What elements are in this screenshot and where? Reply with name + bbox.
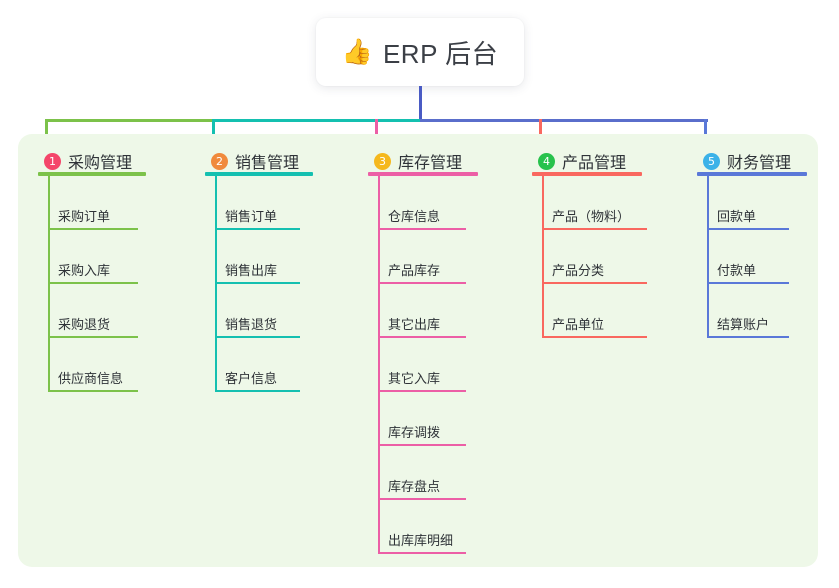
leaf-label[interactable]: 产品单位 [552, 317, 605, 332]
leaf-underline [378, 228, 466, 230]
column-header-2[interactable]: 2 销售管理 [205, 148, 299, 174]
column-rule-4 [532, 172, 642, 176]
leaf-label[interactable]: 其它出库 [388, 317, 441, 332]
column-header-4[interactable]: 4 产品管理 [532, 148, 626, 174]
column-title-3: 库存管理 [398, 155, 463, 172]
root-node-title: ERP 后台 [382, 38, 499, 69]
leaf-label[interactable]: 出库库明细 [388, 533, 454, 548]
branch-panel: 1 采购管理采购订单采购入库采购退货供应商信息 2 销售管理销售订单销售出库销售退货客… [18, 134, 818, 567]
leaf-label[interactable]: 产品（物料） [552, 209, 631, 224]
leaf-label[interactable]: 仓库信息 [388, 209, 441, 224]
leaf-label[interactable]: 结算账户 [717, 317, 770, 332]
leaf-label[interactable]: 采购入库 [58, 263, 111, 278]
root-node-card[interactable]: 👍 ERP 后台 [316, 18, 524, 86]
column-title-1: 采购管理 [68, 155, 133, 172]
leaf-label[interactable]: 销售出库 [225, 263, 278, 278]
leaf-underline [378, 552, 466, 554]
column-rule-1 [38, 172, 146, 176]
leaf-underline [542, 228, 647, 230]
column-title-2: 销售管理 [235, 155, 300, 172]
root-stem-line [419, 86, 422, 122]
column-rule-2 [205, 172, 313, 176]
leaf-label[interactable]: 销售退货 [225, 317, 278, 332]
column-rule-5 [697, 172, 807, 176]
leaf-underline [542, 282, 647, 284]
leaf-underline [48, 282, 138, 284]
column-title-5: 财务管理 [727, 155, 792, 172]
bus-segment-2 [213, 119, 420, 122]
column-badge-1: 1 [44, 152, 61, 170]
column-badge-5: 5 [703, 152, 720, 170]
column-rule-3 [368, 172, 478, 176]
leaf-underline [48, 390, 138, 392]
leaf-label[interactable]: 采购订单 [58, 209, 111, 224]
leaf-label[interactable]: 产品分类 [552, 263, 605, 278]
leaf-label[interactable]: 销售订单 [225, 209, 278, 224]
column-badge-3: 3 [374, 152, 391, 170]
leaf-underline [48, 228, 138, 230]
bus-segment-1 [46, 119, 213, 122]
leaf-label[interactable]: 采购退货 [58, 317, 111, 332]
leaf-label[interactable]: 产品库存 [388, 263, 441, 278]
leaf-underline [215, 390, 300, 392]
leaf-underline [542, 336, 647, 338]
leaf-underline [378, 390, 466, 392]
leaf-label[interactable]: 付款单 [717, 263, 757, 278]
bus-segment-3 [420, 119, 708, 122]
leaf-underline [378, 444, 466, 446]
column-header-3[interactable]: 3 库存管理 [368, 148, 462, 174]
leaf-underline [707, 282, 789, 284]
leaf-underline [378, 498, 466, 500]
leaf-underline [378, 282, 466, 284]
leaf-underline [48, 336, 138, 338]
leaf-label[interactable]: 客户信息 [225, 371, 278, 386]
column-spine-4 [542, 174, 544, 336]
column-header-5[interactable]: 5 财务管理 [697, 148, 791, 174]
column-spine-3 [378, 174, 380, 552]
root-node-content: 👍 ERP 后台 [342, 34, 498, 71]
leaf-underline [215, 228, 300, 230]
column-header-1[interactable]: 1 采购管理 [38, 148, 132, 174]
leaf-underline [378, 336, 466, 338]
column-spine-5 [707, 174, 709, 336]
leaf-underline [707, 336, 789, 338]
leaf-label[interactable]: 其它入库 [388, 371, 441, 386]
leaf-label[interactable]: 供应商信息 [58, 371, 124, 386]
column-badge-4: 4 [538, 152, 555, 170]
column-title-4: 产品管理 [562, 155, 627, 172]
leaf-label[interactable]: 库存调拨 [388, 425, 441, 440]
thumbs-up-icon: 👍 [341, 37, 373, 66]
leaf-label[interactable]: 库存盘点 [388, 479, 441, 494]
leaf-underline [215, 282, 300, 284]
column-badge-2: 2 [211, 152, 228, 170]
leaf-underline [215, 336, 300, 338]
leaf-label[interactable]: 回款单 [717, 209, 757, 224]
leaf-underline [707, 228, 789, 230]
